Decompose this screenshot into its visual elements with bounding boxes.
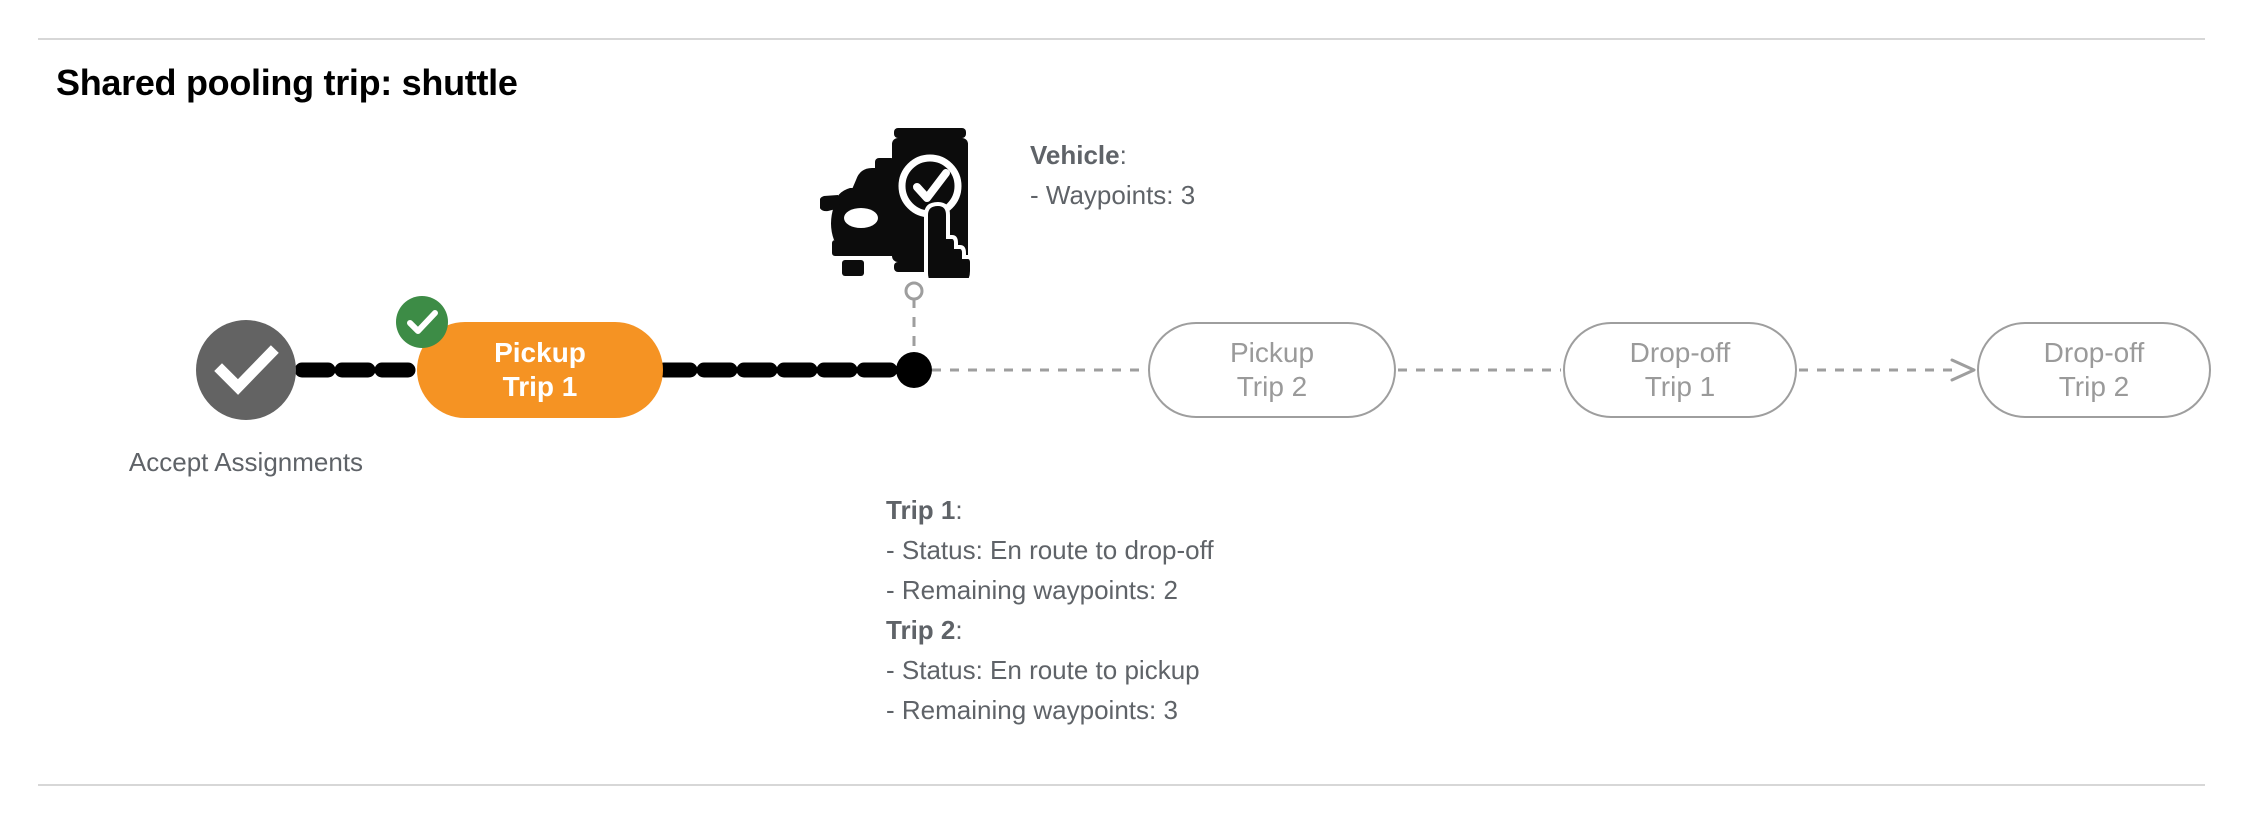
trip1-heading-row: Trip 1: [886, 490, 1214, 530]
step-pickup-trip-2-line2: Trip 2 [1236, 371, 1308, 402]
trip1-heading-colon: : [955, 495, 963, 525]
check-circle-icon [214, 345, 279, 395]
top-divider [38, 38, 2205, 40]
vehicle-position-dot-icon [896, 352, 932, 388]
step-pickup-trip-2-line1: Pickup [1229, 336, 1315, 368]
step-dropoff-trip-1[interactable]: Drop-off Trip 1 [1563, 322, 1797, 418]
step-dropoff-trip-1-line1: Drop-off [1629, 336, 1731, 368]
car-icon [820, 158, 898, 276]
page-title: Shared pooling trip: shuttle [56, 62, 518, 103]
vehicle-info-heading-row: Vehicle: [1030, 135, 1195, 175]
step-pickup-trip-1-line2: Trip 1 [502, 371, 578, 402]
start-node-label-line1: Accept [128, 447, 209, 477]
trip1-status: - Status: En route to drop-off [886, 535, 1214, 565]
trip2-heading-row: Trip 2: [886, 610, 1214, 650]
step-pickup-trip-2[interactable]: Pickup Trip 2 [1148, 322, 1396, 418]
trip1-remaining-waypoints: - Remaining waypoints: 2 [886, 575, 1178, 605]
path-arrowhead-icon [1950, 358, 1976, 382]
step-dropoff-trip-2-line2: Trip 2 [2058, 371, 2130, 402]
check-icon [407, 310, 438, 334]
start-node-label-line2: Assignments [214, 447, 364, 477]
step-pickup-trip-1-completed-badge [396, 296, 448, 348]
step-dropoff-trip-2[interactable]: Drop-off Trip 2 [1977, 322, 2211, 418]
pointing-hand-icon [924, 201, 974, 278]
trip2-status: - Status: En route to pickup [886, 655, 1200, 685]
vehicle-info-heading-colon: : [1119, 140, 1127, 170]
start-node-accept-assignments[interactable] [196, 320, 296, 420]
trip2-remaining-waypoints: - Remaining waypoints: 3 [886, 695, 1178, 725]
start-node-label: Accept Assignments [106, 442, 386, 482]
vehicle-icon [820, 120, 982, 278]
trips-info-block: Trip 1: - Status: En route to drop-off -… [886, 490, 1214, 730]
vehicle-info-heading: Vehicle [1030, 140, 1120, 170]
step-dropoff-trip-1-line2: Trip 1 [1644, 371, 1716, 402]
step-dropoff-trip-2-line1: Drop-off [2043, 336, 2145, 368]
bottom-divider [38, 784, 2205, 786]
vehicle-leader-endpoint-icon [904, 281, 924, 301]
step-pickup-trip-1[interactable]: Pickup Trip 1 [417, 322, 663, 418]
vehicle-info-waypoints: - Waypoints: 3 [1030, 180, 1196, 210]
vehicle-info-block: Vehicle: - Waypoints: 3 [1030, 135, 1195, 215]
step-pickup-trip-1-line1: Pickup [494, 336, 586, 368]
trip2-heading: Trip 2 [886, 615, 956, 645]
trip2-heading-colon: : [955, 615, 963, 645]
trip1-heading: Trip 1 [886, 495, 956, 525]
